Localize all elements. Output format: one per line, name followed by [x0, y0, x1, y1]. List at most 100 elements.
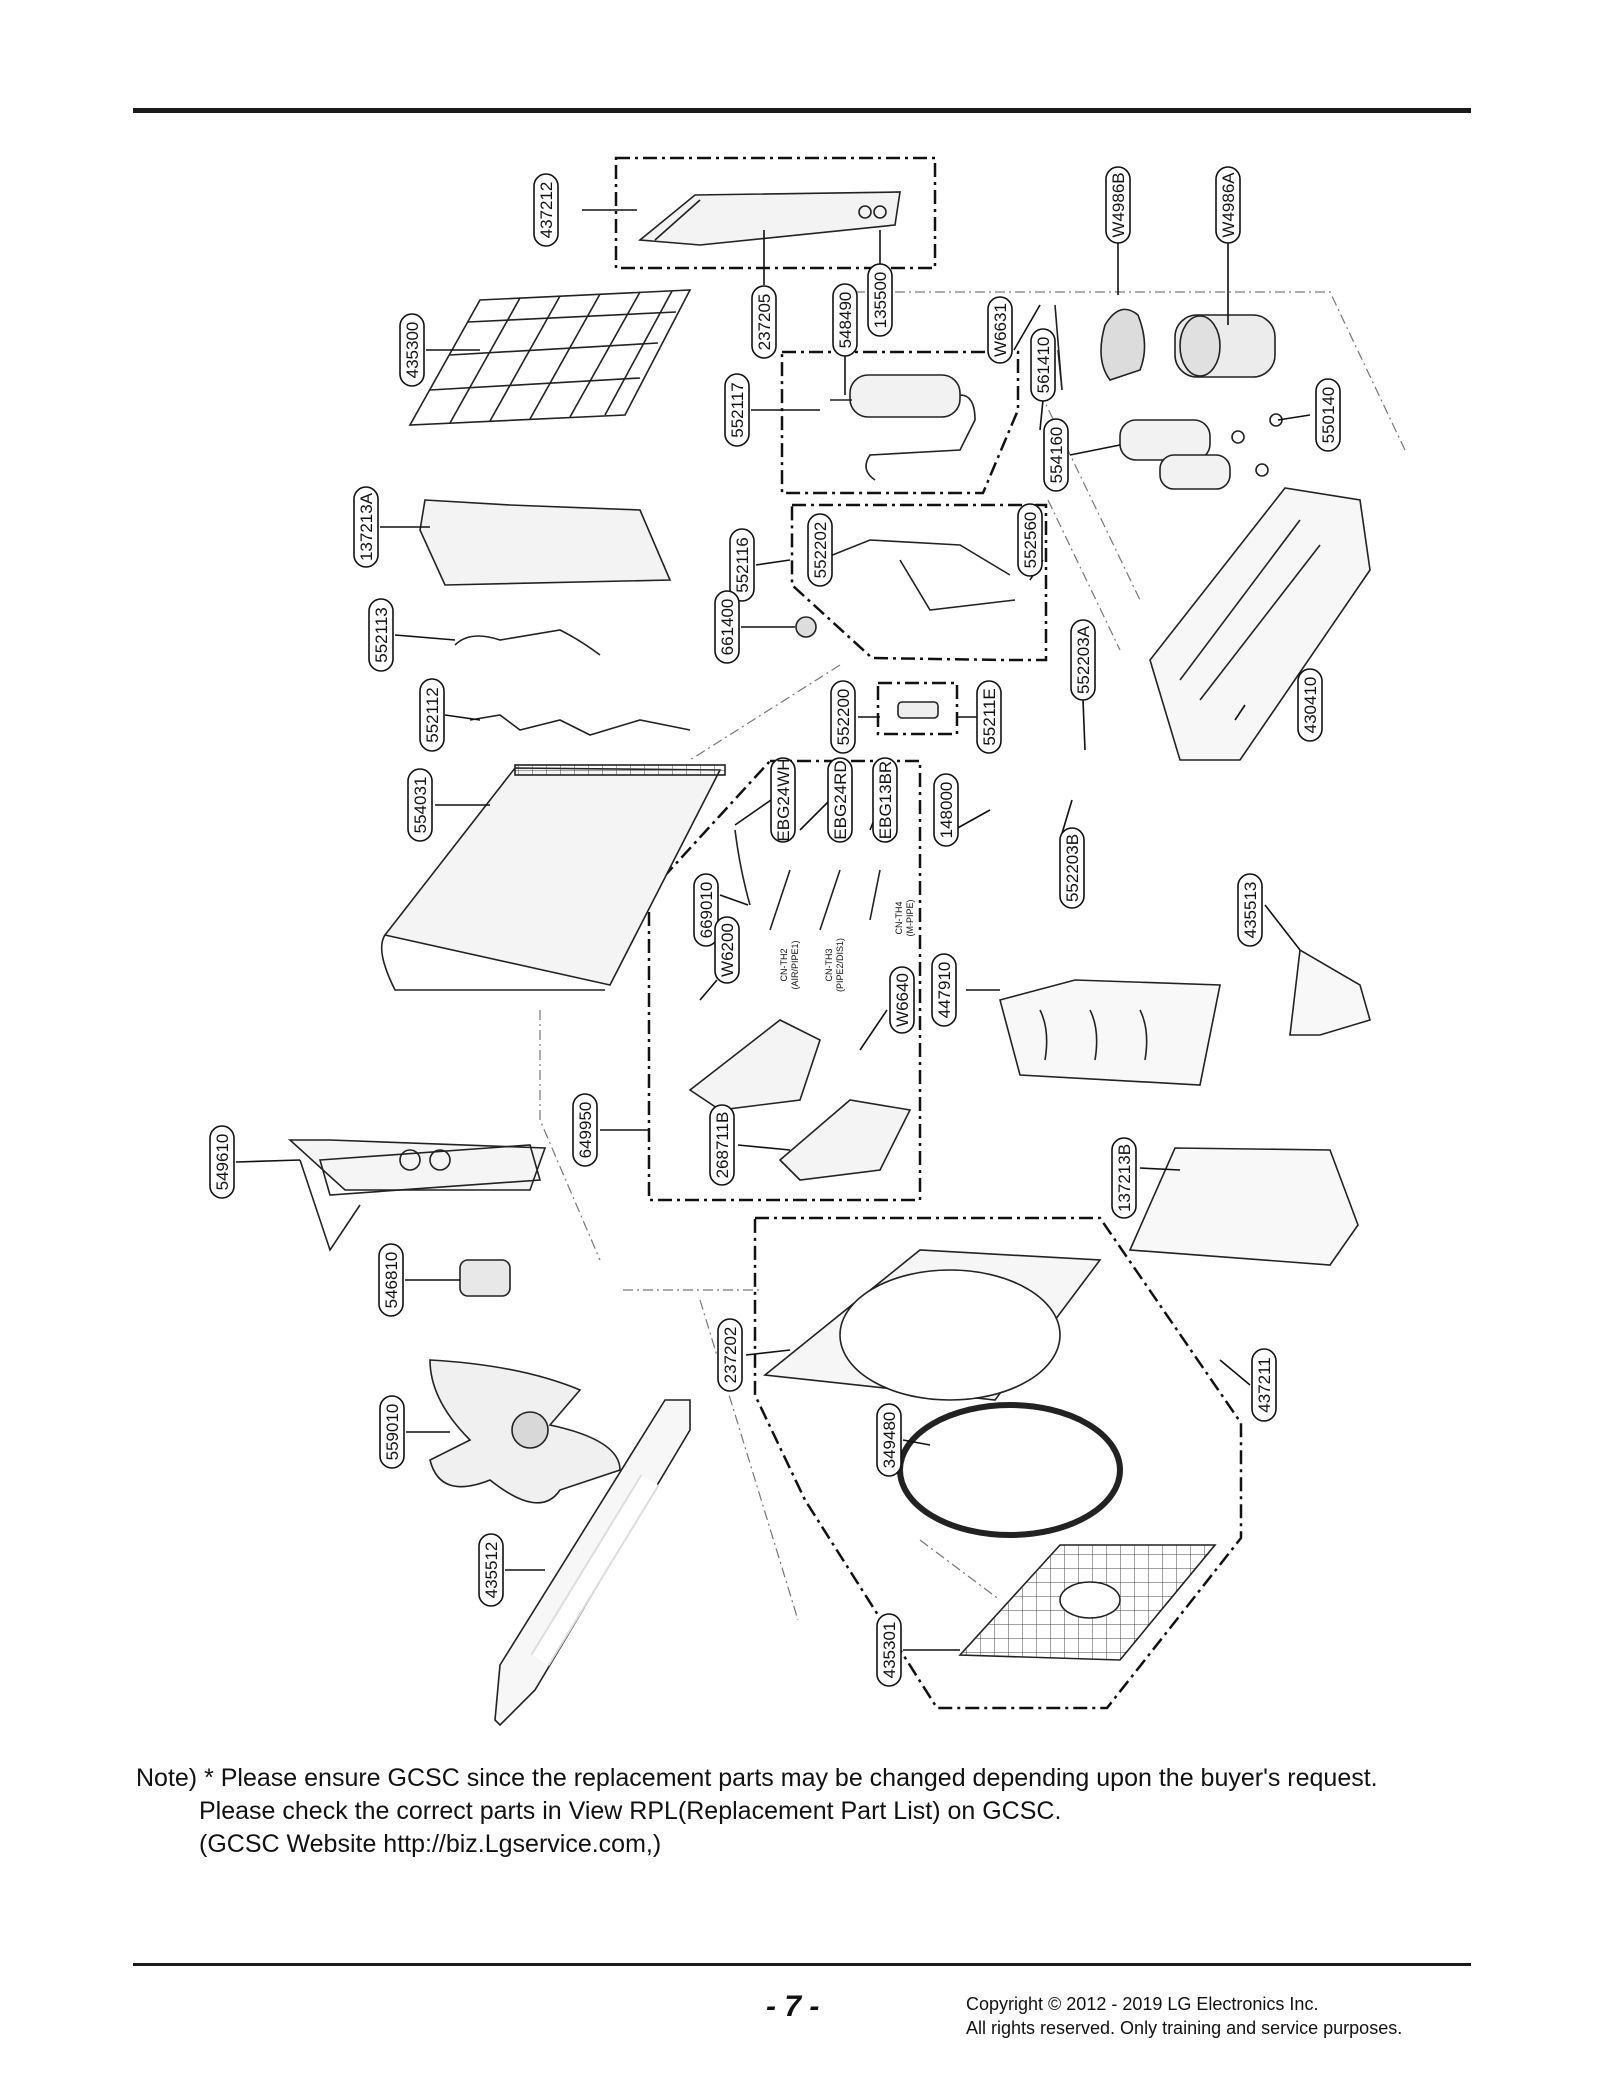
part-number-text: 552200 [834, 689, 853, 746]
label-550140: 550140 [1315, 378, 1341, 452]
part-number-text: 552203A [1074, 625, 1093, 694]
label-435301: 435301 [876, 1613, 902, 1687]
wire-grille [408, 289, 692, 426]
caption-th4-a: CN-TH4 [894, 902, 904, 935]
label-237205: 237205 [751, 285, 777, 359]
coil [383, 767, 722, 986]
label-W6631: W6631 [987, 296, 1013, 364]
part-number-text: 437211 [1255, 1357, 1274, 1412]
part-number-text: 435512 [482, 1542, 501, 1599]
part-number-text: 435300 [403, 322, 422, 379]
part-number-text: 237205 [755, 294, 774, 351]
copyright-line-1: Copyright © 2012 - 2019 LG Electronics I… [966, 1994, 1319, 2014]
part-number-text: 137213A [357, 492, 376, 561]
label-137213B: 137213B [1111, 1137, 1137, 1219]
label-435512: 435512 [478, 1533, 504, 1607]
part-number-text: 148000 [937, 782, 956, 839]
label-552203B: 552203B [1059, 827, 1085, 909]
label-430410: 430410 [1297, 668, 1323, 742]
part-number-text: 55211E [980, 688, 999, 745]
part-number-text: 549610 [213, 1134, 232, 1191]
label-135500: 135500 [867, 263, 893, 337]
label-55211E: 55211E [976, 680, 1002, 754]
part-number-text: 546810 [382, 1252, 401, 1309]
label-649950: 649950 [572, 1093, 598, 1167]
label-552113: 552113 [368, 598, 394, 672]
label-552116: 552116 [729, 528, 755, 602]
part-number-text: 554031 [411, 777, 430, 834]
label-554031: 554031 [407, 768, 433, 842]
label-435300: 435300 [399, 313, 425, 387]
part-number-text: 237202 [721, 1327, 740, 1384]
part-number-text: EBG13BR [876, 761, 895, 839]
part-number-text: 137213B [1115, 1144, 1134, 1212]
label-349480: 349480 [876, 1403, 902, 1477]
guide-lines [539, 291, 1406, 1621]
box-accumulator [780, 350, 1020, 495]
label-549610: 549610 [209, 1125, 235, 1199]
copyright-line-2: All rights reserved. Only training and s… [966, 2018, 1403, 2038]
part-number-text: 552116 [733, 537, 752, 592]
caption-th2-b: (AIR/PIPE1) [790, 940, 800, 989]
part-number-text: 559010 [383, 1404, 402, 1461]
part-labels: 437212 237205 135500 W4986B W4986A 43530… [209, 166, 1341, 1687]
label-447910: 447910 [931, 953, 957, 1027]
label-552200: 552200 [830, 680, 856, 754]
part-number-text: W6631 [991, 303, 1010, 357]
label-237202: 237202 [717, 1318, 743, 1392]
part-number-text: W6200 [718, 923, 737, 977]
label-148000: 148000 [933, 773, 959, 847]
part-number-text: 661400 [718, 599, 737, 656]
caption-th2-a: CN-TH2 [779, 949, 789, 982]
label-546810: 546810 [378, 1243, 404, 1317]
part-number-text: W4986A [1219, 172, 1238, 238]
part-number-text: EBG24RD [831, 760, 850, 839]
box-top-panel [614, 156, 937, 270]
caption-th3-a: CN-TH3 [824, 949, 834, 982]
part-number-text: W6640 [893, 973, 912, 1027]
sensor-captions: CN-TH2(AIR/PIPE1) CN-TH3(PIPE2/DIS1) CN-… [779, 899, 915, 992]
part-number-text: 435301 [880, 1622, 899, 1679]
note-line-3: (GCSC Website http://biz.Lgservice.com,) [199, 1830, 662, 1858]
label-437212-text: 437212 [537, 182, 556, 239]
label-437211: 437211 [1251, 1348, 1277, 1422]
caption-th3-b: (PIPE2/DIS1) [835, 938, 845, 992]
part-number-text: 552117 [728, 382, 747, 437]
part-number-text: 554160 [1047, 427, 1066, 484]
label-EBG24RD: EBG24RD [827, 757, 853, 843]
label-W4986B: W4986B [1105, 166, 1131, 244]
part-number-text: 552113 [372, 607, 391, 662]
top-rule [133, 108, 1471, 113]
label-W6200: W6200 [714, 916, 740, 984]
label-EBG24WH: EBG24WH [770, 757, 796, 843]
label-548490: 548490 [832, 283, 858, 357]
copyright: Copyright © 2012 - 2019 LG Electronics I… [966, 1992, 1402, 2040]
bottom-rule [133, 1963, 1471, 1966]
part-number-text: 430410 [1301, 677, 1320, 734]
part-number-text: 561410 [1034, 337, 1053, 394]
part-number-text: EBG24WH [774, 758, 793, 841]
page-number: - 7 - [766, 1990, 820, 2023]
label-W6640: W6640 [889, 966, 915, 1034]
note-block: Note) * Please ensure GCSC since the rep… [136, 1762, 1378, 1861]
part-number-text: W4986B [1109, 172, 1128, 237]
part-number-text: 669010 [697, 882, 716, 939]
caption-th4-b: (M-PIPE) [905, 899, 915, 936]
part-number-text: 552560 [1021, 512, 1040, 569]
label-561410: 561410 [1030, 328, 1056, 402]
part-number-text: 552203B [1063, 834, 1082, 902]
leader-lines [235, 209, 1311, 1651]
label-268711B: 268711B [709, 1104, 735, 1186]
part-number-text: 447910 [935, 962, 954, 1019]
label-669010: 669010 [693, 873, 719, 947]
label-552112: 552112 [419, 678, 445, 752]
label-W4986A: W4986A [1215, 166, 1241, 244]
box-fan-grille [753, 1216, 1243, 1710]
part-number-text: 349480 [880, 1412, 899, 1469]
label-EBG13BR: EBG13BR [872, 757, 898, 843]
part-number-text: 552112 [423, 687, 442, 742]
label-552117: 552117 [724, 373, 750, 447]
part-number-text: 435513 [1241, 882, 1260, 939]
note-line-1: Note) * Please ensure GCSC since the rep… [136, 1764, 1378, 1792]
label-437212: 437212 [533, 173, 559, 247]
